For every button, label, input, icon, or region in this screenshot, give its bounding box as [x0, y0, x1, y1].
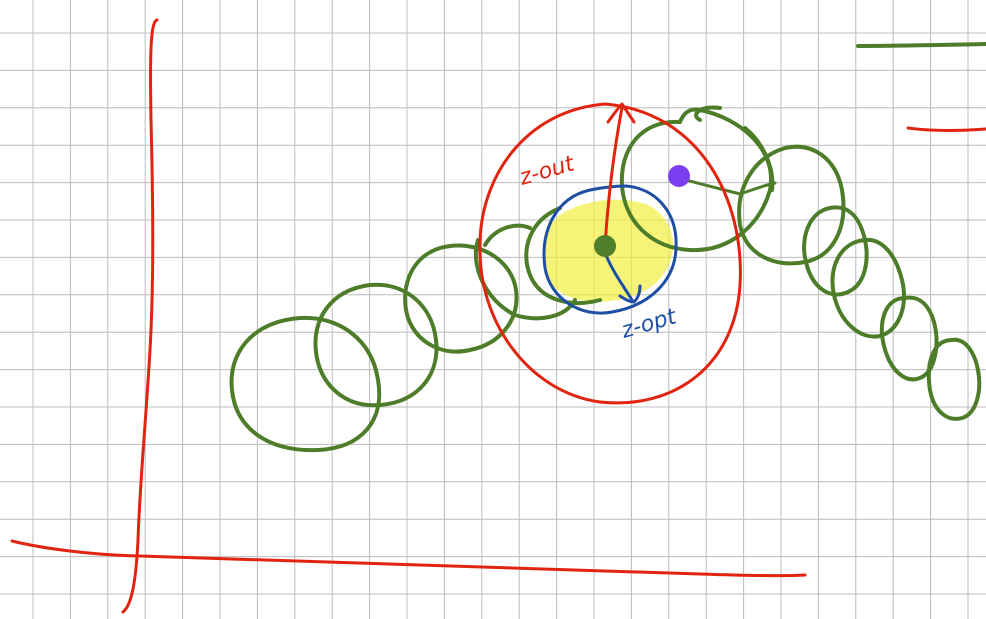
red-line-icon — [906, 126, 986, 132]
axes — [10, 18, 807, 614]
z-out-arrow — [603, 102, 636, 248]
legend-strokes — [856, 42, 986, 132]
green-circle-4 — [473, 223, 577, 321]
purple-dot — [668, 165, 690, 187]
green-line-icon — [856, 42, 986, 48]
green-circle-7 — [694, 105, 775, 192]
green-circle-12 — [926, 337, 982, 421]
z-opt-circle — [542, 184, 678, 315]
x-axis — [10, 539, 807, 578]
green-circle-1 — [229, 315, 382, 453]
green-circle-3 — [403, 243, 519, 354]
z-out-label: z-out — [516, 151, 579, 191]
green-circle-2 — [313, 282, 439, 408]
z-opt-label: z-opt — [618, 304, 681, 344]
green-connector — [684, 178, 777, 196]
green-circle-5 — [524, 206, 602, 305]
green-circle-10 — [830, 237, 906, 339]
y-axis — [121, 18, 159, 614]
green-circle-chain — [229, 105, 982, 453]
green-circle-8 — [737, 144, 846, 266]
green-center-dot — [594, 235, 616, 257]
green-circle-11 — [879, 295, 939, 382]
z-opt-arrow — [604, 253, 642, 304]
z-out-circle — [478, 102, 742, 405]
green-circle-9 — [802, 205, 869, 297]
